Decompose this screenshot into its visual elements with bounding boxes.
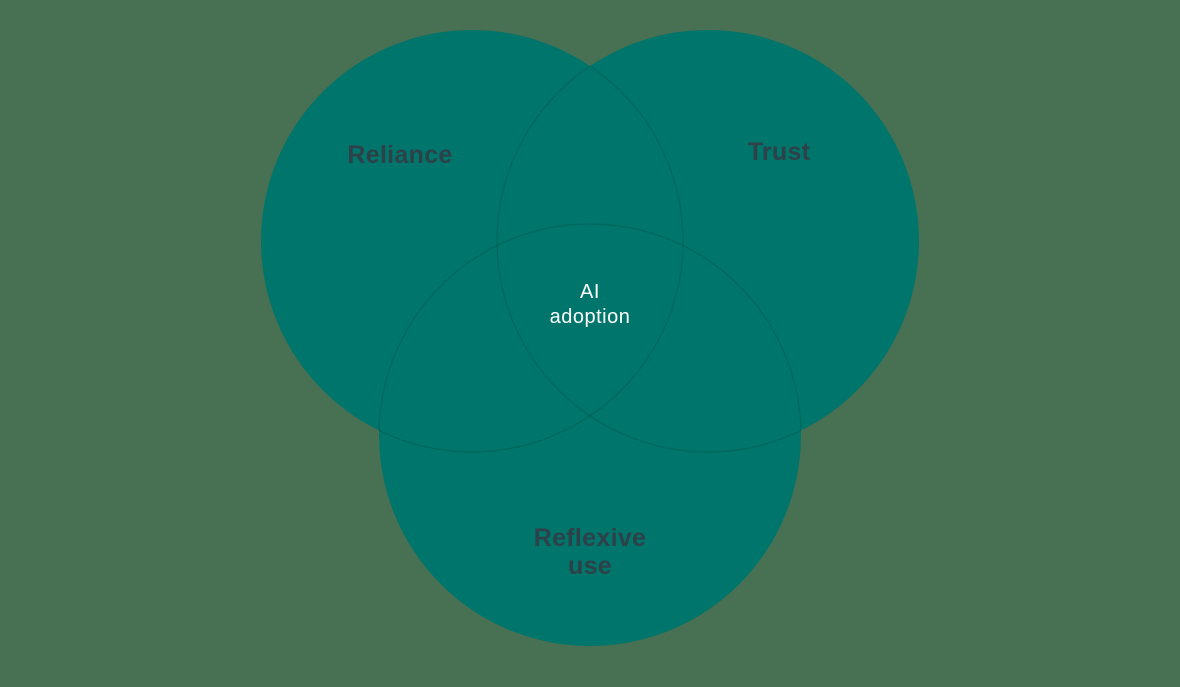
- center-label-line2: adoption: [549, 306, 631, 328]
- set-label-trust: Trust: [747, 138, 811, 166]
- overlap-edge-reliance: [379, 30, 684, 453]
- set-label-reflexive-use: Reflexive use: [534, 524, 647, 580]
- set-label-reflexive-use-line1: Reflexive: [533, 524, 647, 552]
- venn-circle-reflexive-use: [379, 224, 801, 646]
- set-label-reliance: Reliance: [347, 141, 453, 169]
- center-label-ai-adoption: AI adoption: [550, 280, 631, 330]
- overlap-edge-trust: [496, 30, 801, 453]
- center-label-line1: AI: [580, 281, 600, 303]
- set-label-reflexive-use-line2: use: [568, 552, 612, 580]
